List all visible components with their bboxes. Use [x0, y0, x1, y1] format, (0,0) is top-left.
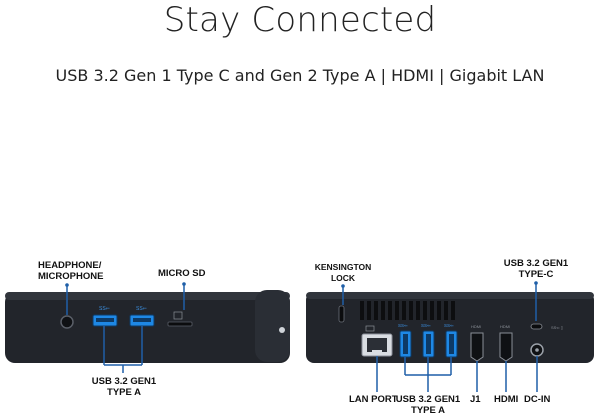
- headphone-label-line1: HEADPHONE/: [38, 260, 102, 271]
- svg-text:SS⇐: SS⇐: [421, 323, 431, 328]
- svg-text:HDMI: HDMI: [500, 324, 510, 329]
- kensington-lock-icon: [338, 305, 345, 323]
- hdmi-port-icon: [499, 332, 513, 362]
- page-title: Stay Connected: [163, 0, 437, 40]
- kensington-label: KENSINGTON LOCK: [312, 262, 374, 284]
- dc-in-label: DC-IN: [524, 394, 551, 405]
- svg-text:HDMI: HDMI: [471, 324, 481, 329]
- front-usb-label-line2: TYPE A: [107, 387, 141, 398]
- headphone-jack-icon: [60, 315, 74, 329]
- lan-port-label: LAN PORT: [349, 394, 398, 405]
- back-usb-label-line1: USB 3.2 GEN1: [395, 394, 461, 405]
- front-device: SS⇐ SS⇐: [5, 282, 290, 373]
- kensington-label-line1: KENSINGTON: [314, 262, 372, 272]
- back-usb-label: USB 3.2 GEN1 TYPE A: [392, 394, 464, 416]
- j1-label: J1: [470, 394, 481, 405]
- svg-text:SS⇐: SS⇐: [99, 306, 110, 312]
- hdmi-port-icon: [470, 332, 484, 362]
- micro-sd-label: MICRO SD: [158, 268, 206, 279]
- svg-text:SS⇐: SS⇐: [444, 323, 454, 328]
- svg-text:SS⇐: SS⇐: [136, 306, 147, 312]
- headphone-label: HEADPHONE/ MICROPHONE: [38, 260, 103, 282]
- front-usb-label-line1: USB 3.2 GEN1: [91, 376, 157, 387]
- back-usb-label-line2: TYPE A: [411, 405, 445, 416]
- usb-c-label-line1: USB 3.2 GEN1: [503, 258, 569, 269]
- vent-grille-icon: [360, 301, 455, 320]
- back-device: SS⇐ SS⇐ SS⇐ HDMI HDMI SS⇐ ▯: [306, 281, 594, 392]
- usb-c-port-icon: [530, 323, 543, 330]
- micro-sd-slot-icon: [167, 321, 193, 327]
- power-led-icon: [279, 327, 285, 333]
- usb-c-label-line2: TYPE-C: [518, 269, 554, 280]
- svg-text:SS⇐: SS⇐: [398, 323, 408, 328]
- front-usb-label: USB 3.2 GEN1 TYPE A: [88, 376, 160, 398]
- page-subtitle: USB 3.2 Gen 1 Type C and Gen 2 Type A | …: [55, 66, 545, 85]
- hdmi-label: HDMI: [494, 394, 519, 405]
- svg-text:SS⇐ ▯: SS⇐ ▯: [551, 325, 563, 330]
- headphone-label-line2: MICROPHONE: [38, 271, 104, 282]
- kensington-label-line2: LOCK: [330, 273, 356, 283]
- usb-c-label: USB 3.2 GEN1 TYPE-C: [499, 258, 573, 280]
